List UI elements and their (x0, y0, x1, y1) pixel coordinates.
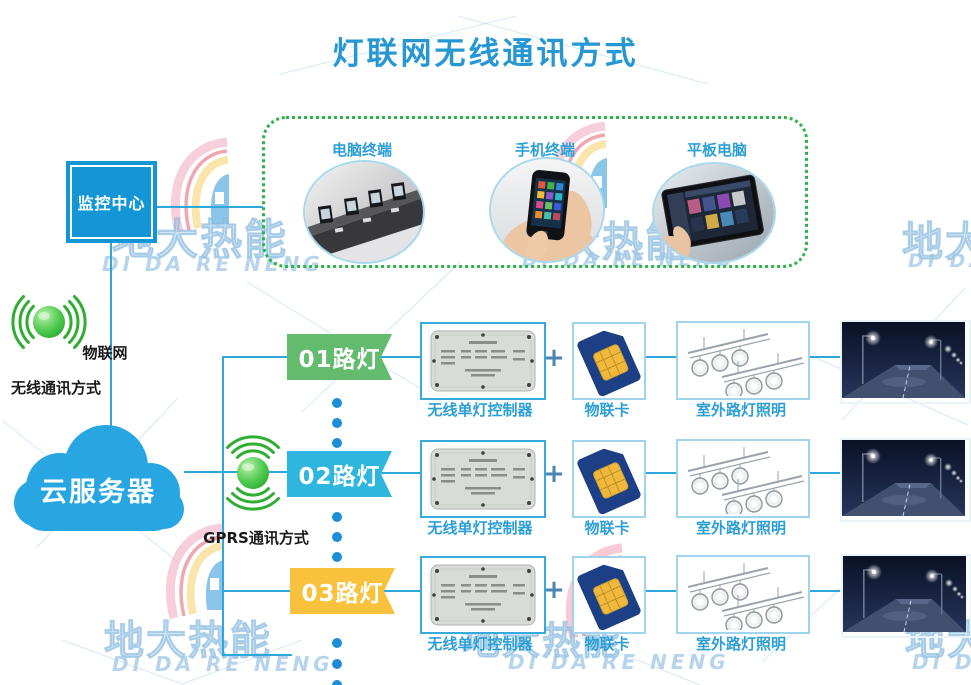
tablet-image (654, 164, 774, 262)
iot-wifi-icon (11, 295, 87, 349)
ellipsis-dot (332, 438, 342, 448)
light-group-03-box: 03路灯 (290, 568, 395, 614)
controller-device-image (430, 448, 536, 510)
ellipsis-dot (332, 398, 342, 408)
plus-sign-row2: + (543, 459, 565, 489)
connector-light03-controller (382, 590, 420, 592)
connector-cloud-to-light02 (184, 471, 287, 473)
sim-card-image (576, 442, 642, 516)
street-night-photo-row2 (840, 438, 971, 522)
watermark-logo (165, 523, 224, 620)
street-night-image (842, 322, 965, 399)
sim-box-row3 (572, 556, 646, 634)
page-title: 灯联网无线通讯方式 (332, 36, 639, 72)
gprs-wifi-icon (226, 435, 280, 511)
connector-sim-fixture-row3 (642, 590, 676, 592)
controller-label-row2: 无线单灯控制器 (427, 519, 533, 537)
watermark-text-en: DI DA RE NENG (112, 652, 334, 676)
fixture-label-row3: 室外路灯照明 (695, 635, 786, 653)
fixture-label-row2: 室外路灯照明 (695, 519, 786, 537)
gprs-mode-label: GPRS通讯方式 (203, 529, 309, 547)
ellipsis-dot (332, 680, 342, 685)
ellipsis-dot (332, 532, 342, 542)
fixture-box-row3 (676, 555, 810, 634)
controller-box-row3 (420, 556, 546, 634)
connector-sim-fixture-row2 (642, 472, 676, 474)
connector-trunk (222, 356, 224, 656)
cloud-server-shape (8, 415, 188, 548)
connector-fixture-photo-row1 (806, 356, 840, 358)
watermark-text-en: DI DA RE NENG (912, 650, 971, 674)
ellipsis-dot (332, 512, 342, 522)
sim-box-row1 (572, 322, 646, 400)
controller-box-row1 (420, 322, 546, 400)
watermark-text-en: DI DA RE NENG (508, 650, 730, 674)
sim-label-row3: 物联卡 (584, 635, 630, 653)
ellipsis-dot (332, 418, 342, 428)
control-room-image (305, 162, 423, 262)
computer-terminal-photo (303, 160, 425, 264)
tablet-terminal-label: 平板电脑 (686, 141, 747, 159)
controller-box-row2 (420, 440, 546, 518)
cloud-server-label: 云服务器 (40, 477, 156, 508)
sim-card-image (576, 324, 642, 398)
street-night-photo-row1 (840, 320, 971, 404)
watermark-logo (170, 137, 229, 234)
iot-label: 物联网 (82, 344, 128, 362)
street-light-fixture-image (687, 447, 805, 514)
connector-light01-controller (380, 356, 420, 358)
street-light-fixture-image (687, 563, 805, 630)
controller-device-image (430, 330, 536, 392)
phone-terminal-label: 手机终端 (514, 141, 575, 159)
sim-label-row1: 物联卡 (584, 401, 630, 419)
ellipsis-dot (332, 638, 342, 648)
tablet-terminal-photo (652, 162, 776, 264)
sim-box-row2 (572, 440, 646, 518)
sim-chip (592, 577, 630, 616)
sim-chip (592, 343, 630, 382)
connector-fixture-photo-row2 (806, 472, 840, 474)
connector-trunk-to-light01 (222, 356, 287, 358)
connector-monitor-to-terminals (157, 206, 263, 208)
connector-sim-fixture-row1 (642, 356, 676, 358)
controller-label-row1: 无线单灯控制器 (427, 401, 533, 419)
sim-card-image (576, 558, 642, 632)
computer-terminal-label: 电脑终端 (331, 141, 392, 159)
watermark-text-cn: 地大热能 (902, 218, 971, 267)
connector-trunk-continuation (222, 654, 292, 656)
plus-sign-row1: + (543, 343, 565, 373)
connector-trunk-to-light03 (222, 590, 290, 592)
controller-device-image (430, 564, 536, 626)
connector-monitor-to-cloud (110, 243, 112, 435)
fixture-label-row1: 室外路灯照明 (695, 401, 786, 419)
sim-label-row2: 物联卡 (584, 519, 630, 537)
street-night-photo-row3 (841, 554, 971, 638)
light-group-01-box: 01路灯 (287, 334, 392, 380)
watermark-text-en: DI DA RE NENG (908, 250, 971, 272)
ellipsis-dot (332, 659, 342, 669)
connector-fixture-photo-row3 (806, 590, 840, 592)
street-light-fixture-image (687, 329, 805, 396)
monitoring-center-label: 监控中心 (70, 165, 153, 239)
terminals-group-box (262, 116, 808, 268)
iot-wireless-mode-label: 无线通讯方式 (10, 379, 101, 397)
connector-light02-controller (380, 472, 420, 474)
controller-label-row3: 无线单灯控制器 (427, 635, 533, 653)
watermark-text-cn: 地大热能 (104, 618, 272, 665)
monitoring-center-box: 监控中心 (66, 161, 157, 243)
fixture-box-row2 (676, 439, 810, 518)
fixture-box-row1 (676, 321, 810, 400)
hand-phone-image (491, 159, 603, 261)
sim-chip (592, 461, 630, 500)
light-group-02-box: 02路灯 (287, 451, 392, 497)
ellipsis-dot (332, 552, 342, 562)
phone-terminal-photo (489, 157, 605, 263)
plus-sign-row3: + (543, 575, 565, 605)
